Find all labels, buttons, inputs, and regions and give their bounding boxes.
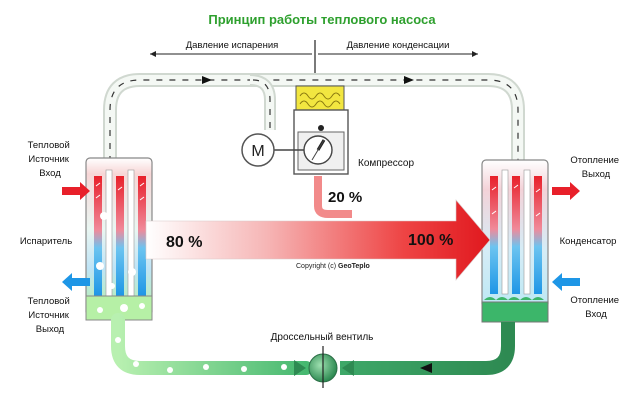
condensation-pressure-label: Давление конденсации (347, 40, 450, 51)
valve-label: Дроссельный вентиль (271, 332, 374, 343)
source-in-line-1: Тепловой (28, 140, 70, 151)
source-energy-share: 80 % (166, 234, 202, 251)
gas-loop-pipe (103, 73, 525, 162)
evaporator-label: Испаритель (20, 236, 72, 247)
source-in-label: Тепловой Источник Вход (28, 140, 73, 179)
heating-out-line-2: Выход (582, 169, 611, 180)
heating-out-label: Отопление Выход (570, 155, 621, 180)
brand-name: GeoTeplo (338, 263, 370, 270)
copyright-label: Copyright (c) GeoTeplo (296, 263, 370, 270)
condenser (481, 159, 549, 323)
evaporator (85, 157, 153, 321)
source-in-line-2: Источник (28, 154, 69, 165)
liquid-loop-pipe (111, 313, 515, 376)
compressor-energy-pipe (314, 176, 352, 218)
heating-in-line-1: Отопление (570, 295, 619, 306)
motor: M (241, 133, 275, 167)
source-out-label: Тепловой Источник Выход (28, 296, 73, 335)
output-energy-share: 100 % (408, 232, 453, 249)
source-out-line-3: Выход (36, 324, 65, 335)
compressor (274, 85, 349, 175)
energy-flow-arrow (145, 199, 491, 281)
diagram-title: Принцип работы теплового насоса (208, 12, 436, 27)
pressure-scale (150, 40, 478, 88)
source-in-arrow (62, 182, 90, 200)
throttle-valve (308, 346, 338, 388)
evaporation-pressure-label: Давление испарения (186, 40, 279, 51)
heating-out-line-1: Отопление (570, 155, 619, 166)
source-out-line-1: Тепловой (28, 296, 70, 307)
compressor-label: Компрессор (358, 158, 414, 169)
motor-symbol: M (251, 143, 264, 160)
compressor-energy-share: 20 % (328, 189, 362, 206)
source-out-arrow (62, 273, 90, 291)
copyright-text: Copyright (c) (296, 263, 336, 270)
condenser-label: Конденсатор (560, 236, 617, 247)
heating-out-arrow (552, 182, 580, 200)
heating-in-line-2: Вход (585, 309, 607, 320)
source-out-line-2: Источник (28, 310, 69, 321)
heating-in-label: Отопление Вход (570, 295, 621, 320)
source-in-line-3: Вход (39, 168, 61, 179)
heating-in-arrow (552, 273, 580, 291)
